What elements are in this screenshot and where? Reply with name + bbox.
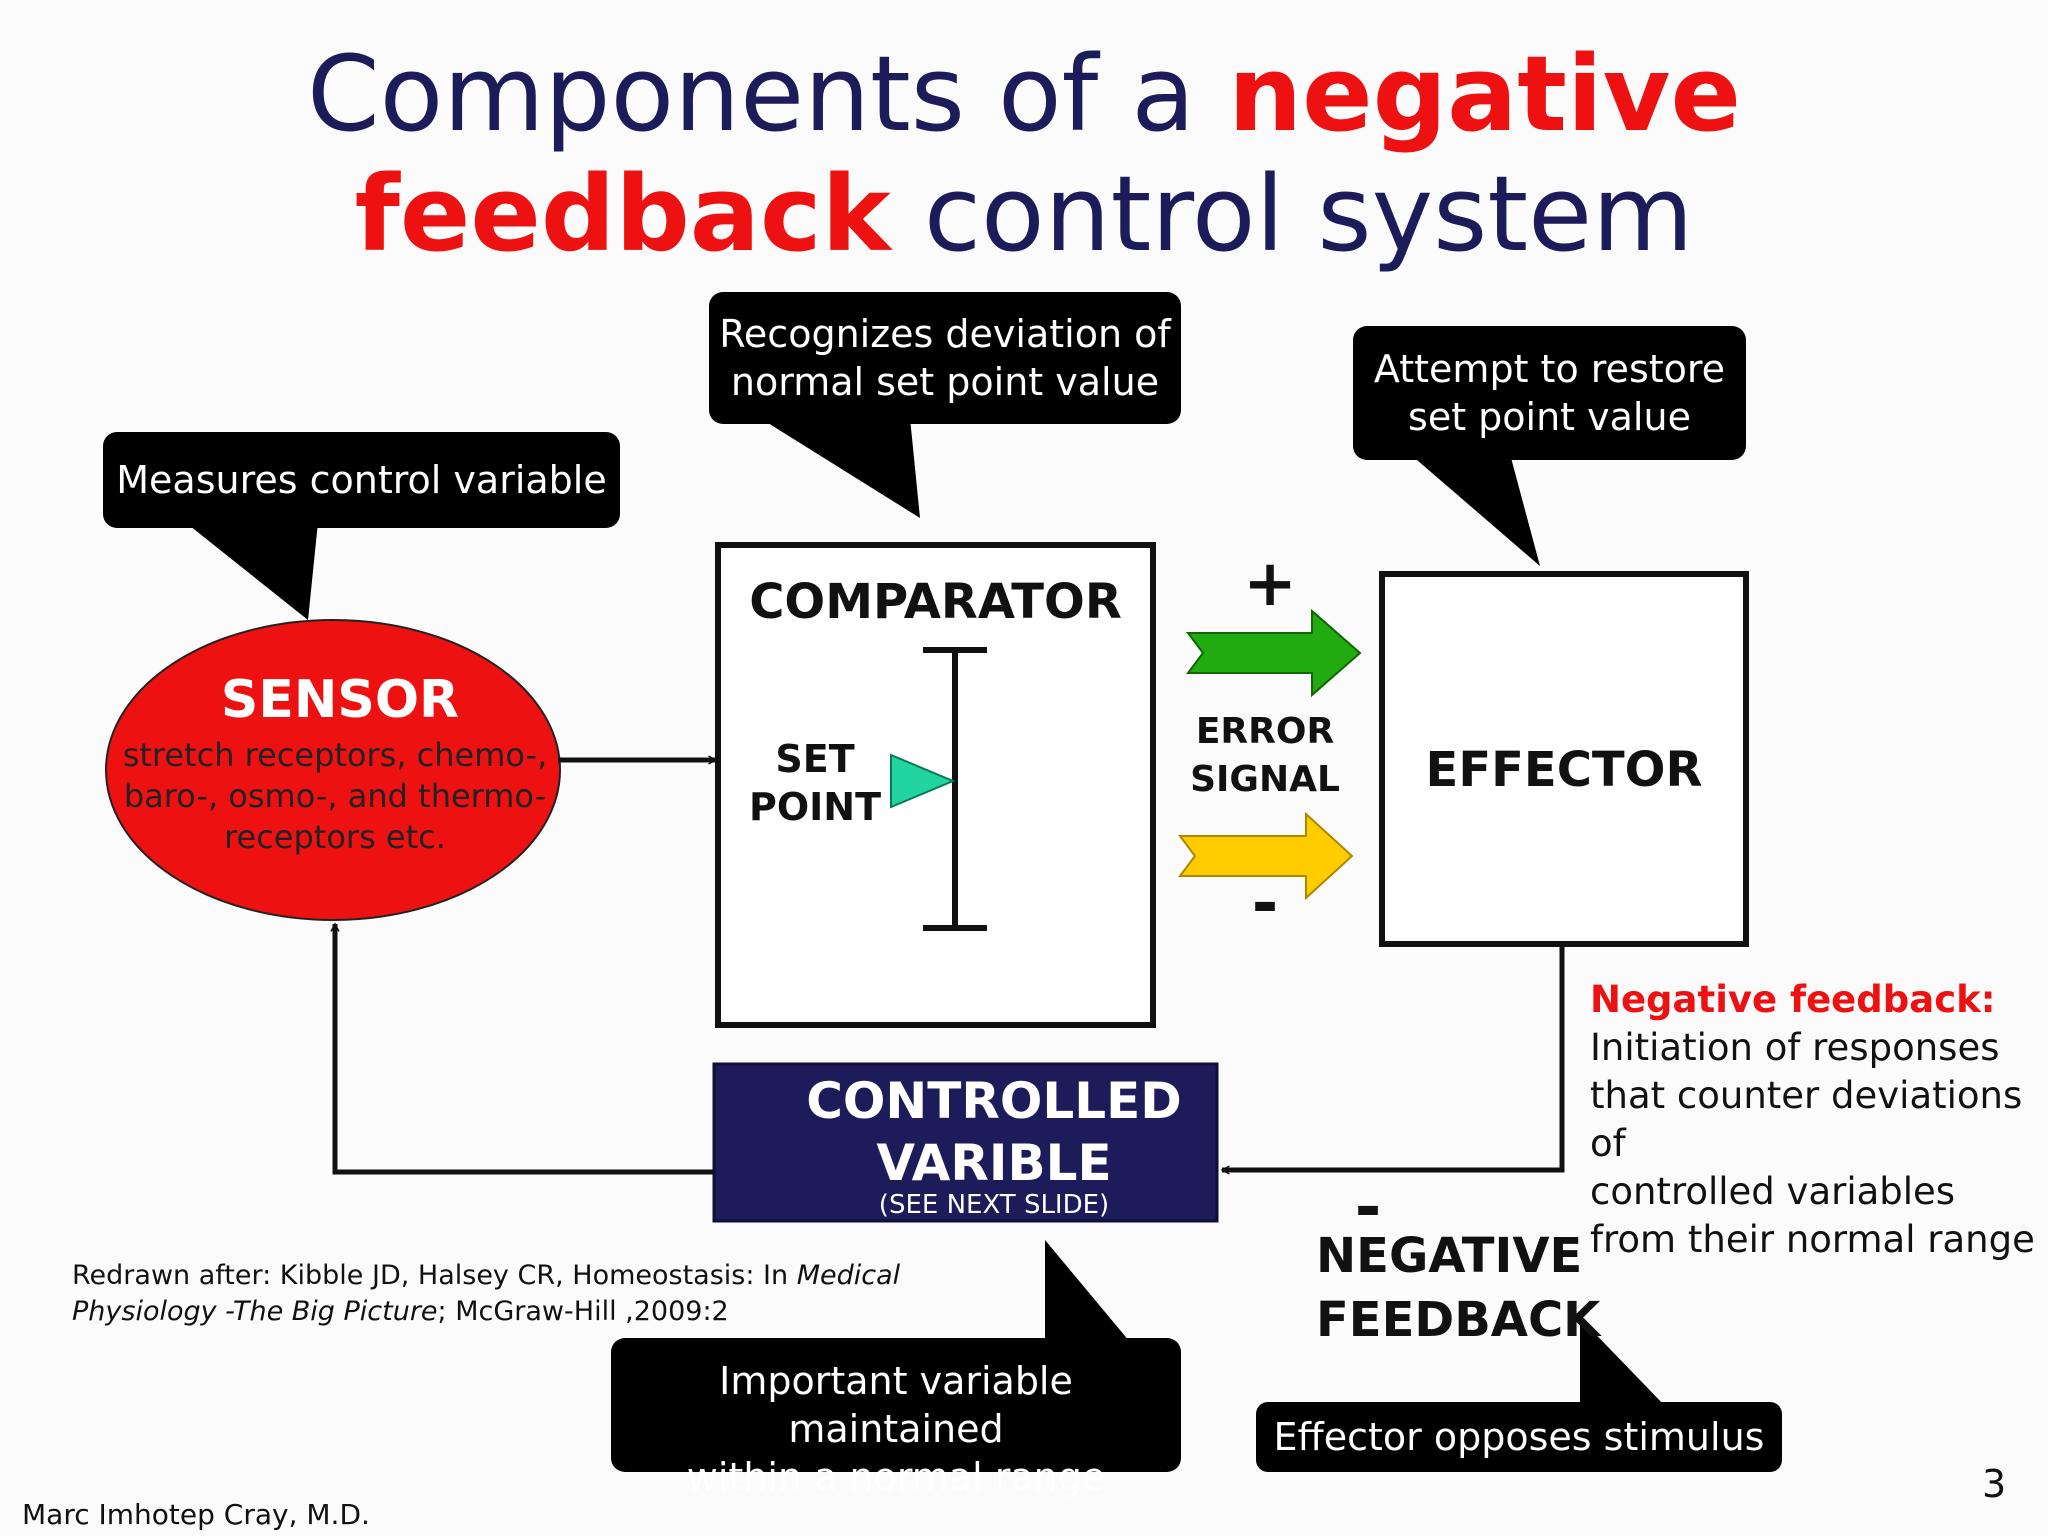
- set-point-label-line1: SET: [775, 737, 855, 781]
- plus-sign: +: [1243, 547, 1297, 621]
- slide-title-line1: Components of a negative: [0, 42, 2048, 146]
- citation-line2-italic: Physiology -The Big Picture: [72, 1296, 438, 1327]
- page-number: 3: [1982, 1462, 2007, 1506]
- controlled-variable-line1: CONTROLLED: [806, 1072, 1182, 1130]
- negative-error-arrow-icon: [1178, 811, 1354, 901]
- set-point-scale: [923, 647, 987, 931]
- callout-effector-bubble: [1353, 326, 1746, 566]
- controlled-variable-title: CONTROLLED VARIBLE: [714, 1070, 1274, 1194]
- callout-comparator-text: Recognizes deviation of normal set point…: [719, 312, 1171, 404]
- negative-feedback-note-title: Negative feedback:: [1590, 978, 1996, 1021]
- error-signal-line1: ERROR: [1195, 711, 1335, 752]
- citation-line1-plain: Redrawn after: Kibble JD, Halsey CR, Hom…: [72, 1260, 797, 1291]
- set-point-marker-icon: [890, 753, 956, 809]
- negative-feedback-label: NEGATIVE FEEDBACK: [1316, 1224, 1606, 1352]
- minus-sign: -: [1251, 867, 1279, 941]
- callout-effector-text: Attempt to restore set point value: [1373, 347, 1726, 439]
- callout-comparator-bubble: [709, 292, 1181, 518]
- sensor-description: stretch receptors, chemo-, baro-, osmo-,…: [122, 736, 548, 856]
- comparator-title: COMPARATOR: [749, 574, 1122, 630]
- controlled-variable-line2: VARIBLE: [876, 1134, 1112, 1192]
- effector-to-controlled-arrow: [1222, 946, 1565, 1170]
- controlled-variable-box: [712, 1062, 1219, 1223]
- controlled-to-sensor-arrow: [335, 924, 714, 1175]
- slide-title-line2: feedback control system: [0, 162, 2048, 266]
- negative-feedback-note-body: Initiation of responses that counter dev…: [1590, 1026, 2035, 1261]
- callout-sensor-bubble: [103, 432, 620, 620]
- citation-line1-italic: Medical: [796, 1260, 901, 1291]
- callout-negative-text: Effector opposes stimulus: [1273, 1415, 1765, 1459]
- negative-feedback-line1: NEGATIVE: [1316, 1228, 1583, 1284]
- set-point-label: SET POINT: [740, 735, 890, 831]
- controlled-variable-note: (SEE NEXT SLIDE): [878, 1190, 1110, 1220]
- set-point-label-line2: POINT: [748, 785, 882, 829]
- sensor-title: SENSOR: [220, 670, 460, 730]
- citation-line1: Redrawn after: Kibble JD, Halsey CR, Hom…: [72, 1258, 900, 1294]
- positive-error-arrow-icon: [1186, 608, 1362, 698]
- callout-sensor-text: Measures control variable: [116, 458, 607, 502]
- error-signal-label: ERROR SIGNAL: [1170, 708, 1360, 804]
- citation: Redrawn after: Kibble JD, Halsey CR, Hom…: [72, 1258, 900, 1330]
- title-plain-1: Components of a: [306, 33, 1196, 155]
- author-footer: Marc Imhotep Cray, M.D.: [22, 1498, 370, 1531]
- citation-line2: Physiology -The Big Picture; McGraw-Hill…: [72, 1294, 900, 1330]
- negative-feedback-line2: FEEDBACK: [1316, 1292, 1601, 1348]
- citation-line2-plain: ; McGraw-Hill ,2009:2: [437, 1296, 729, 1327]
- error-signal-line2: SIGNAL: [1190, 759, 1340, 800]
- effector-title: EFFECTOR: [1425, 742, 1703, 798]
- title-highlight-2: feedback: [354, 153, 891, 275]
- title-plain-2: control system: [923, 153, 1694, 275]
- callout-controlled-text: Important variable maintained within a n…: [686, 1359, 1106, 1499]
- negative-feedback-minus: -: [1354, 1171, 1382, 1245]
- sensor-ellipse: [105, 619, 561, 921]
- callout-negative-bubble: [1256, 1318, 1782, 1472]
- callout-controlled-bubble: [611, 1240, 1181, 1472]
- effector-box: [1379, 571, 1749, 947]
- title-highlight-1: negative: [1228, 33, 1741, 155]
